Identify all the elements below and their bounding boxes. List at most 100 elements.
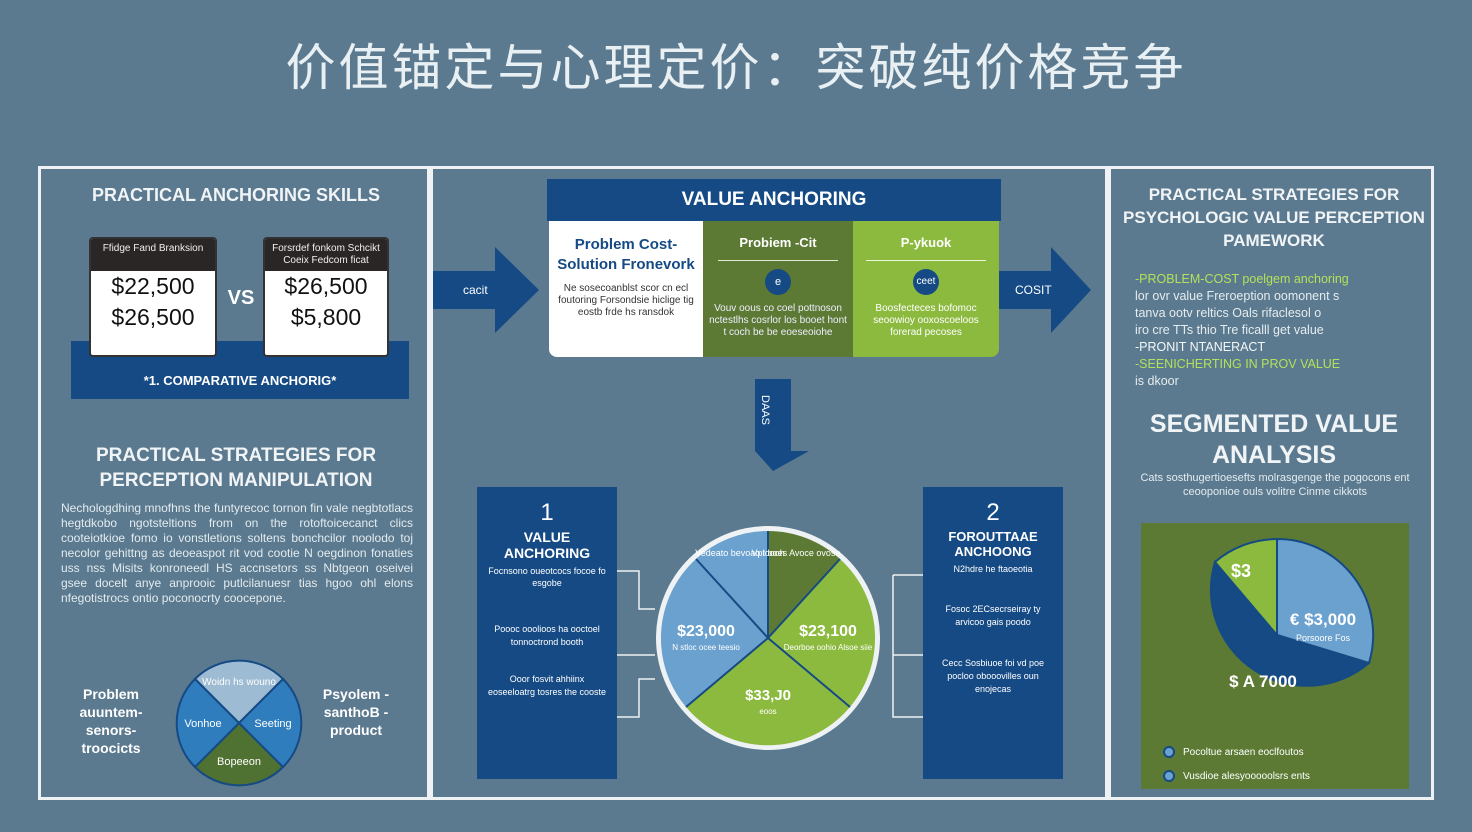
quad-right-label: Seeting [254, 718, 291, 730]
price-card-b: Forsrdef fonkom Schcikt Coeix Fedcom fic… [263, 237, 389, 357]
box1-number: 1 [540, 499, 554, 526]
seg-slice-lime [1213, 537, 1278, 638]
cell2-body: Vouv oous co coel pottnoson nctestlhs co… [709, 303, 847, 338]
pie-bottom-sub: eoos [759, 707, 776, 716]
box2-paragraph-1: Fosoc 2ECsecrseiray ty arvicoo gais pood… [945, 604, 1041, 627]
card-a-price-top: $22,500 [111, 273, 195, 299]
diagram-right-label: Psyolem - santhoB - product [322, 686, 390, 738]
box2-paragraph-2: Cecc Sosbiuoe foi vd poe pocloo obooovil… [941, 658, 1045, 694]
cell3-title: P-ykuok [900, 235, 952, 250]
pie-left-sub: N stloc ocee teesio [672, 643, 740, 652]
segmented-chart-card: $3 € $3,000 Porsoore Fos $ A 7000 Pocolt… [1141, 523, 1409, 789]
pie-slice-top-right [768, 531, 840, 638]
middle-panel: VALUE ANCHORING Problem Cost- Solution F… [430, 166, 1108, 800]
pie-slice-left [660, 559, 768, 707]
right-line-7: is dkoor [1135, 374, 1179, 388]
box-value-anchoring: 1 VALUE ANCHORING Focnsono oueotcocs foc… [477, 487, 617, 779]
seg-blue-value: € $3,000 [1290, 610, 1356, 629]
card-a-price-bottom: $26,500 [111, 304, 195, 330]
card-b-price-bottom: $5,800 [290, 304, 362, 330]
vs-label: VS [227, 287, 255, 309]
card-b-price-top: $26,500 [284, 273, 368, 299]
card-a-label: Ffidge Fand Branksion [91, 239, 215, 271]
price-card-a: Ffidge Fand Branksion $22,500 $26,500 [89, 237, 217, 357]
pie-slice-right [768, 559, 876, 707]
seg-legend-label-1: Pocoltue arsaen eoclfoutos [1183, 747, 1304, 758]
right-lines: -PROBLEM-COST poelgem anchoring lor ovr … [1135, 271, 1425, 390]
cell3-body: Boosfecteces bofomoc seoowioy ooxoscoelo… [873, 303, 979, 338]
segmented-pie: $3 € $3,000 Porsoore Fos $ A 7000 [1209, 537, 1375, 691]
seg-lime-label: $3 [1231, 561, 1251, 581]
right-line-5: -PRONIT NTANERACT [1135, 340, 1266, 354]
arrow-down-label: DAAS [759, 395, 771, 425]
right-line-6: -SEENICHERTING IN PROV VALUE [1135, 357, 1341, 371]
cell1-title: Problem Cost- Solution Fronevork [557, 236, 695, 273]
pie-label-tl: Vedeato bevoao loooh [695, 548, 785, 558]
quad-left-label: Vonhoe [184, 718, 221, 730]
cell2-title: Probiem -Cit [739, 235, 817, 250]
seg-legend: Pocoltue arsaen eoclfoutos Vusdioe alesy… [1163, 741, 1403, 789]
seg-slice-navy [1209, 559, 1372, 687]
card-b-label: Forsrdef fonkom Schcikt Coeix Fedcom fic… [265, 239, 387, 271]
legend-dot-icon [1163, 770, 1175, 783]
right-line-3: tanva ootv reltics Oals rifaclesol o [1135, 306, 1322, 320]
connector-lines [617, 570, 923, 718]
seg-legend-item-2: Vusdioe alesyooooolsrs ents [1163, 765, 1403, 789]
right-heading-2: SEGMENTED VALUE ANALYSIS [1149, 410, 1399, 469]
right-panel: PRACTICAL STRATEGIES FOR PSYCHOLOGIC VAL… [1108, 166, 1434, 800]
box2-number: 2 [986, 499, 1000, 526]
pie-right-value: $23,100 [799, 623, 857, 640]
seg-slice-blue [1276, 537, 1375, 665]
left-heading-2: PRACTICAL STRATEGIES FOR PERCEPTION MANI… [95, 445, 377, 491]
pie-label-tr: Vpt boes Avoce ovose [752, 548, 841, 558]
pie-bottom-value: $33,J0 [745, 687, 791, 704]
cell-p-ykuok: P-ykuok ceet Boosfecteces bofomoc seoowi… [853, 221, 999, 357]
diagram-left-label: Problem auuntem- senors- troocicts [79, 686, 143, 756]
left-panel: PRACTICAL ANCHORING SKILLS *1. COMPARATI… [38, 166, 430, 800]
box1-subtitle: Focnsono oueotcocs focoe fo esgobe [488, 566, 606, 588]
banner-label: *1. COMPARATIVE ANCHORIG* [143, 373, 337, 388]
cell2-badge: e [765, 269, 791, 295]
arrow-right-out [999, 247, 1091, 333]
seg-navy-value: $ A 7000 [1229, 672, 1297, 691]
box1-title: VALUE ANCHORING [503, 529, 591, 561]
right-line-2: lor ovr value Freroeption oomonent s [1135, 289, 1340, 303]
seg-legend-item-1: Pocoltue arsaen eoclfoutos [1163, 741, 1403, 765]
box2-title: FOROUTTAAE ANCHOONG [948, 529, 1038, 559]
page-title: 价值锚定与心理定价：突破纯价格竞争 [285, 39, 1187, 97]
right-line-4: iro cre TTs thio Tre ficalll get value [1135, 323, 1324, 337]
quad-bottom-label: Bopeeon [217, 756, 261, 768]
arrow-left-label: cacit [463, 283, 488, 297]
pie-slice-bottom [686, 638, 850, 746]
right-paragraph: Cats sosthugertioesefts molrasgenge the … [1140, 472, 1410, 498]
cell1-body: Ne sosecoanblst scor cn ecl foutoring Fo… [558, 283, 694, 318]
cell-problem-cost: Problem Cost- Solution Fronevork Ne sose… [549, 221, 703, 357]
arrow-right-label: COSIT [1015, 283, 1052, 297]
quad-top-label: Woidn hs wouno [202, 677, 276, 688]
pie-slice-top-left [696, 531, 768, 638]
left-heading: PRACTICAL ANCHORING SKILLS [92, 185, 380, 205]
arrow-down [755, 379, 809, 471]
seg-blue-sub: Porsoore Fos [1296, 633, 1351, 643]
pie-right-sub: Deorboe oohio Alsoe siie [784, 643, 873, 652]
cell3-badge: ceet [913, 269, 939, 295]
quad-top [193, 659, 285, 725]
pie-left-value: $23,000 [677, 623, 735, 640]
left-paragraph: Nechologdhing mnofhns the funtyrecoc tor… [61, 501, 413, 605]
box-forward-anchoring: 2 FOROUTTAAE ANCHOONG N2hdre he ftaoeoti… [923, 487, 1063, 779]
legend-dot-icon [1163, 746, 1175, 759]
right-line-1: -PROBLEM-COST poelgem anchoring [1135, 272, 1349, 286]
center-pie: Vedeato bevoao loooh Vpt boes Avoce ovos… [656, 526, 880, 750]
cell-problem-cit: Probiem -Cit e Vouv oous co coel pottnos… [703, 221, 853, 357]
box2-subtitle: N2hdre he ftaoeotia [953, 564, 1033, 574]
right-heading: PRACTICAL STRATEGIES FOR PSYCHOLOGIC VAL… [1123, 185, 1425, 250]
value-anchoring-header: VALUE ANCHORING [547, 179, 1001, 221]
box1-paragraph-2: Ooor fosvit ahhiinx eoseeloatrg tosres t… [487, 674, 607, 697]
quad-diagram: Woidn hs wouno Seeting Bopeeon Vonhoe [175, 659, 303, 787]
seg-legend-label-2: Vusdioe alesyooooolsrs ents [1183, 771, 1310, 782]
quad-bottom [193, 721, 285, 787]
quad-left [175, 677, 241, 769]
box1-paragraph-1: Poooc ooolioos ha ooctoel tonnoctrond bo… [494, 624, 600, 647]
arrow-left-in [433, 247, 539, 333]
quad-right [237, 677, 303, 769]
